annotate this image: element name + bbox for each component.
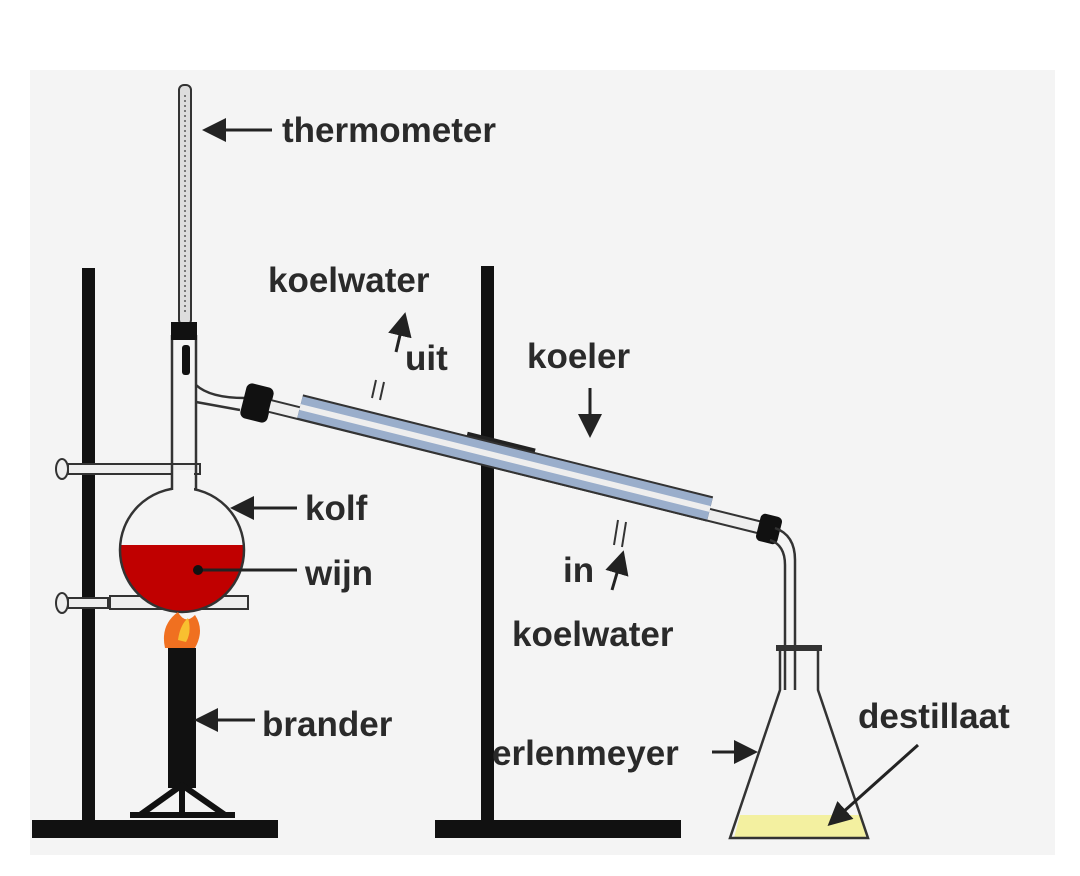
thermometer bbox=[171, 84, 197, 375]
label-koeler: koeler bbox=[527, 337, 630, 376]
left-stand bbox=[32, 268, 278, 838]
bunsen-burner bbox=[130, 612, 235, 818]
round-bottom-flask bbox=[118, 335, 246, 614]
label-thermometer: thermometer bbox=[282, 111, 496, 150]
label-wijn: wijn bbox=[304, 554, 373, 593]
label-brander: brander bbox=[262, 705, 393, 744]
label-kolf: kolf bbox=[305, 489, 368, 528]
wine-pointer-dot bbox=[193, 565, 203, 575]
flask-clamp bbox=[55, 458, 201, 480]
condenser bbox=[240, 379, 797, 690]
label-arrows bbox=[194, 118, 920, 827]
coolant-outlet bbox=[371, 379, 385, 401]
label-koelwater-out: koelwater bbox=[268, 261, 430, 300]
label-koelwater-in: koelwater bbox=[512, 615, 674, 654]
coolant-inlet bbox=[613, 519, 627, 548]
label-destillaat: destillaat bbox=[858, 697, 1010, 736]
label-uit: uit bbox=[405, 339, 448, 378]
label-erlenmeyer: erlenmeyer bbox=[492, 734, 679, 773]
distillate-liquid bbox=[734, 815, 866, 838]
label-in: in bbox=[563, 551, 594, 590]
